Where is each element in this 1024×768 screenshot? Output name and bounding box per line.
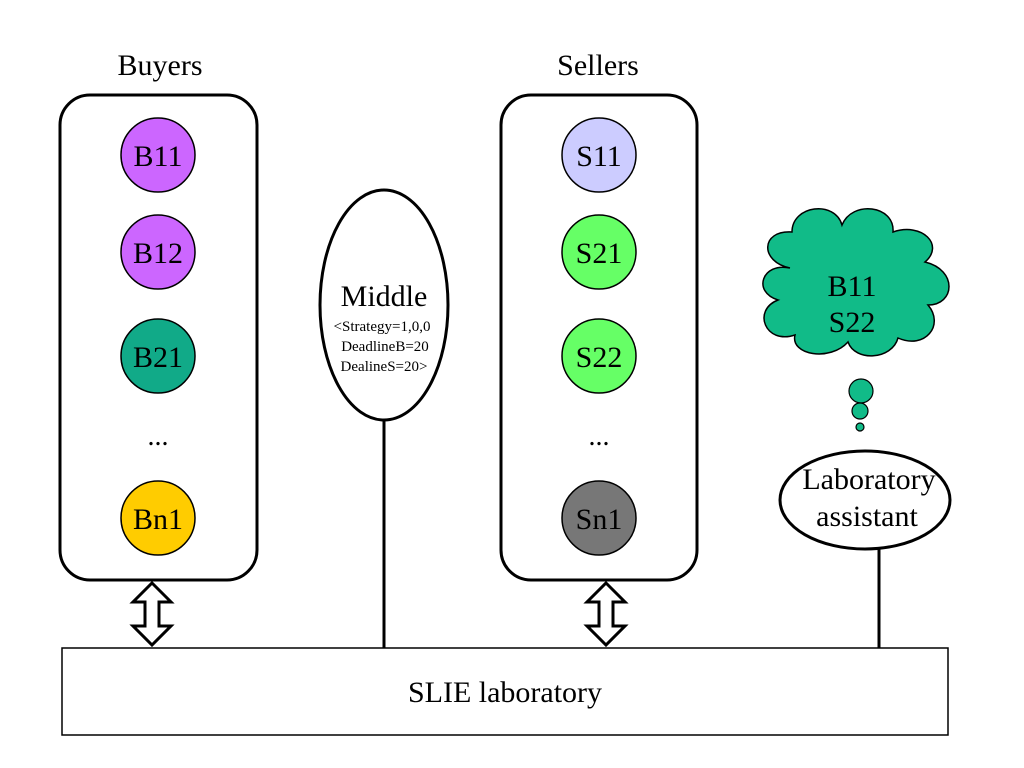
buyer-agent-label: Bn1 — [133, 503, 183, 536]
seller-agent-circle — [561, 117, 637, 193]
seller-agent-circle — [561, 318, 637, 394]
buyer-agent-b12: B12 — [120, 214, 196, 290]
sellers-ellipsis: ... — [589, 421, 610, 452]
buyer-agent-label: B21 — [133, 341, 183, 374]
seller-agent-s22: S22 — [561, 318, 637, 394]
middle-param: <Strategy=1,0,0 — [334, 319, 431, 335]
buyer-agent-circle — [120, 480, 196, 556]
seller-agent-s11: S11 — [561, 117, 637, 193]
seller-agent-circle — [561, 480, 637, 556]
middle-param: DealineS=20> — [341, 359, 428, 375]
assistant-line: Laboratory — [802, 463, 935, 496]
buyers-group-box — [58, 93, 259, 582]
middle-title: Middle — [341, 280, 428, 313]
sellers-heading: Sellers — [557, 49, 639, 82]
buyer-agent-circle — [120, 214, 196, 290]
buyer-agent-circle — [120, 117, 196, 193]
thought-cloud: B11 S22 — [762, 208, 950, 432]
sellers-group-box — [499, 93, 699, 582]
buyer-agent-b11: B11 — [120, 117, 196, 193]
buyer-agent-bn1: Bn1 — [120, 480, 196, 556]
thought-line: S22 — [829, 306, 876, 339]
buyer-agent-label: B12 — [133, 237, 183, 270]
buyer-agent-label: B11 — [134, 140, 183, 173]
thought-cloud-shape — [762, 208, 950, 357]
middle-param: DeadlineB=20 — [341, 339, 429, 355]
seller-agent-label: S22 — [576, 341, 623, 374]
assistant-line: assistant — [816, 500, 918, 533]
thought-bubble-medium — [851, 402, 869, 420]
seller-agent-s21: S21 — [561, 214, 637, 290]
slie-laboratory: SLIE laboratory — [61, 647, 949, 736]
seller-agent-sn1: Sn1 — [561, 480, 637, 556]
thought-line: B11 — [828, 270, 877, 303]
seller-agent-circle — [561, 214, 637, 290]
sellers-double-arrow — [583, 580, 629, 648]
seller-agent-label: Sn1 — [576, 503, 623, 536]
buyer-agent-b21: B21 — [120, 318, 196, 394]
thought-bubble-small — [855, 422, 865, 432]
buyers-ellipsis: ... — [148, 421, 169, 452]
assistant-ellipse — [778, 449, 952, 551]
laboratory-assistant: Laboratory assistant — [778, 449, 952, 551]
laboratory-box — [61, 647, 949, 736]
buyers-heading: Buyers — [118, 49, 203, 82]
seller-agent-label: S11 — [576, 140, 622, 173]
thought-bubble-large — [848, 378, 874, 404]
buyers-double-arrow — [129, 580, 175, 648]
seller-agent-label: S21 — [576, 237, 623, 270]
buyer-agent-circle — [120, 318, 196, 394]
middle-agent: Middle <Strategy=1,0,0 DeadlineB=20 Deal… — [318, 188, 450, 422]
laboratory-label: SLIE laboratory — [408, 676, 602, 709]
